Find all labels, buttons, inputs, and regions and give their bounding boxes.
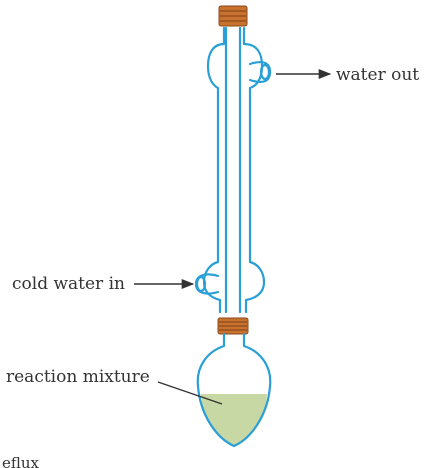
water-out-label: water out	[336, 65, 419, 85]
reaction-mixture-liquid	[201, 394, 267, 446]
inner-tube	[224, 26, 242, 314]
cold-water-in-label: cold water in	[12, 274, 125, 294]
caption-partial: eflux	[2, 454, 40, 468]
water-out-nozzle	[259, 63, 271, 81]
pear-flask	[196, 332, 272, 448]
reaction-mixture-label: reaction mixture	[6, 367, 150, 387]
top-stopper	[218, 5, 248, 27]
water-in-nozzle	[195, 275, 207, 293]
condenser-jacket	[202, 26, 266, 314]
reaction-mixture-pointer	[157, 381, 223, 405]
lower-stopper	[217, 317, 249, 335]
